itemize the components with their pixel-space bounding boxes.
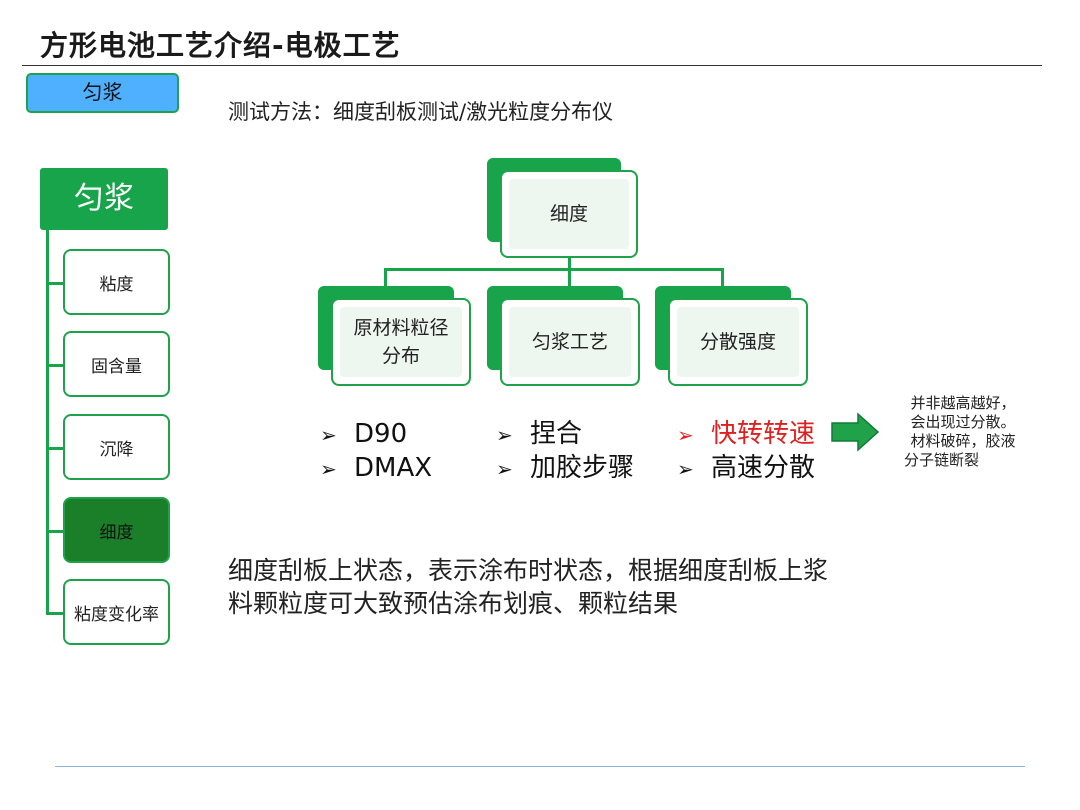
tree-branch-line	[46, 530, 66, 533]
note-line: 分子链断裂	[904, 451, 980, 469]
org-node-label: 分散强度	[677, 307, 799, 377]
tree-root: 匀浆	[40, 168, 168, 230]
bullet-item: DMAX	[354, 453, 433, 483]
bullet-arrow-icon: ➢	[320, 423, 337, 447]
bullet-arrow-icon: ➢	[496, 457, 513, 481]
org-top-node: 细度	[500, 170, 638, 258]
page-title: 方形电池工艺介绍-电极工艺	[40, 29, 401, 62]
test-method-text: 测试方法：细度刮板测试/激光粒度分布仪	[228, 100, 614, 124]
tree-branch-line	[46, 447, 66, 450]
arrow-right-icon	[831, 412, 880, 452]
bullet-item: 捏合	[530, 419, 583, 449]
bullet-item: D90	[354, 419, 408, 449]
org-node-slurry-process: 匀浆工艺	[500, 298, 640, 386]
bullet-arrow-icon: ➢	[677, 457, 694, 481]
org-node-label: 原材料粒径 分布	[340, 307, 462, 377]
org-node-raw-material: 原材料粒径 分布	[331, 298, 471, 386]
summary-line: 料颗粒度可大致预估涂布划痕、颗粒结果	[228, 589, 679, 618]
bullet-arrow-icon: ➢	[496, 423, 513, 447]
tree-item-sedimentation: 沉降	[63, 414, 170, 480]
bullet-item: 加胶步骤	[530, 453, 635, 483]
org-connector	[568, 268, 571, 288]
tree-item-fineness: 细度	[63, 497, 170, 563]
org-node-label-line: 分布	[381, 345, 420, 367]
org-connector	[384, 268, 724, 271]
section-tag: 匀浆	[26, 73, 179, 113]
org-connector	[568, 258, 571, 270]
bullet-list-dispersion: ➢ 快转转速 ➢ 高速分散	[677, 418, 815, 486]
bullet-item: 高速分散	[711, 453, 816, 483]
tree-item-viscosity-change-rate: 粘度变化率	[63, 579, 170, 645]
org-node-label: 匀浆工艺	[509, 307, 631, 377]
org-connector	[384, 268, 387, 288]
bullet-arrow-icon: ➢	[320, 457, 337, 481]
org-node-dispersion-strength: 分散强度	[668, 298, 808, 386]
note-line: 材料破碎，胶液	[910, 432, 1016, 450]
bullet-list-process: ➢ 捏合 ➢ 加胶步骤	[496, 418, 634, 486]
org-connector	[721, 268, 724, 288]
bullet-arrow-icon: ➢	[677, 423, 694, 447]
over-dispersion-note: 并非越高越好， 会出现过分散。 材料破碎，胶液 分子链断裂	[898, 394, 1028, 470]
note-line: 并非越高越好，	[910, 394, 1016, 412]
tree-branch-line	[46, 612, 66, 615]
summary-line: 细度刮板上状态，表示涂布时状态，根据细度刮板上浆	[228, 556, 829, 585]
footer-divider	[55, 766, 1025, 767]
bullet-item-highlight: 快转转速	[711, 419, 816, 449]
org-node-label-line: 原材料粒径	[353, 317, 449, 339]
tree-item-viscosity: 粘度	[63, 249, 170, 315]
org-top-label: 细度	[509, 179, 629, 249]
bullet-list-particle: ➢ D90 ➢ DMAX	[320, 418, 432, 486]
note-line: 会出现过分散。	[910, 413, 1016, 431]
title-divider	[22, 65, 1042, 66]
summary-paragraph: 细度刮板上状态，表示涂布时状态，根据细度刮板上浆 料颗粒度可大致预估涂布划痕、颗…	[228, 554, 828, 620]
tree-branch-line	[46, 364, 66, 367]
tree-item-solid-content: 固含量	[63, 331, 170, 397]
tree-branch-line	[46, 282, 66, 285]
tree-trunk-line	[46, 230, 49, 615]
